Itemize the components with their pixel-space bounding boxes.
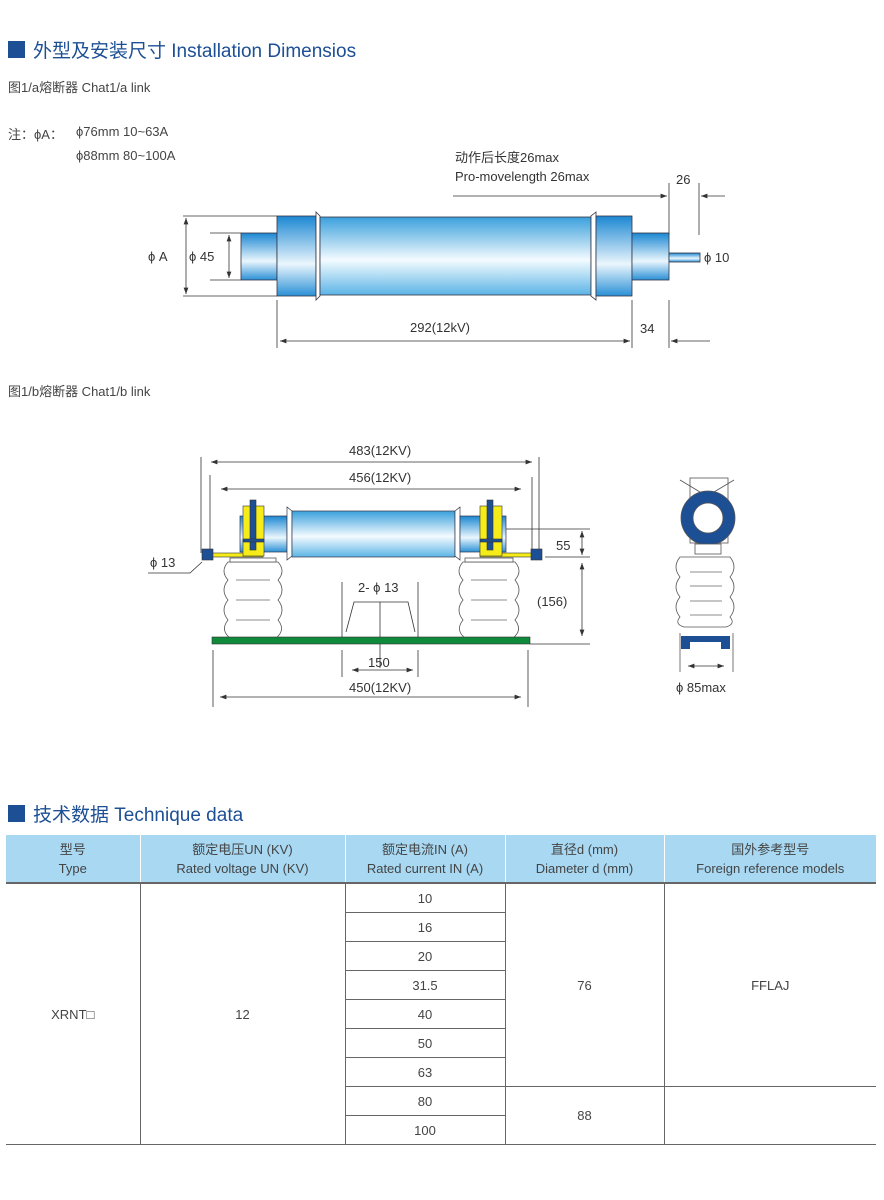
dim-292: 292(12kV) bbox=[410, 320, 470, 335]
cell-current: 31.5 bbox=[344, 970, 506, 1000]
dim-483: 483(12KV) bbox=[349, 443, 411, 458]
table-row: 50 bbox=[6, 1028, 876, 1058]
dim-85max: ϕ 85max bbox=[676, 680, 726, 695]
dim-150: 150 bbox=[368, 655, 390, 670]
section-title: 外型及安装尺寸 Installation Dimensios bbox=[33, 41, 357, 62]
note-label: 注：ϕA： bbox=[8, 127, 63, 142]
cell-voltage: 12 bbox=[139, 882, 346, 1145]
dim-34: 34 bbox=[640, 321, 654, 336]
table-row: XRNT□ 12 10 76 FFLAJ bbox=[6, 882, 876, 1145]
note-line1: ϕ76mm 10~63A bbox=[76, 124, 169, 139]
side-view bbox=[675, 477, 736, 672]
header-voltage: 额定电压UN (KV)Rated voltage UN (KV) bbox=[139, 835, 345, 884]
fig1a-caption: 图1/a熔断器 Chat1/a link bbox=[8, 80, 151, 95]
dim-phi10: ϕ 10 bbox=[704, 250, 729, 265]
fuse-link-b bbox=[239, 506, 507, 561]
note-line2: ϕ88mm 80~100A bbox=[76, 148, 176, 163]
cell-current: 63 bbox=[344, 1057, 506, 1087]
section-installation-dimensions: 外型及安装尺寸 Installation Dimensios bbox=[8, 36, 356, 63]
dim-456: 456(12KV) bbox=[349, 470, 411, 485]
fig1a-drawing bbox=[183, 183, 725, 348]
square-bullet-icon bbox=[8, 805, 25, 822]
mounting-base bbox=[211, 636, 531, 645]
dim-phi13: ϕ 13 bbox=[150, 555, 175, 570]
dim-156: (156) bbox=[537, 594, 567, 609]
dim-55: 55 bbox=[556, 538, 570, 553]
cell-current: 10 bbox=[344, 882, 506, 913]
dim-2phi13: 2- ϕ 13 bbox=[358, 580, 399, 595]
table-row: 80 88 bbox=[6, 1086, 876, 1145]
cell-current: 100 bbox=[344, 1115, 506, 1145]
cell-type: XRNT□ bbox=[6, 882, 141, 1145]
header-diameter: 直径d (mm)Diameter d (mm) bbox=[504, 835, 664, 884]
dim-26: 26 bbox=[676, 172, 690, 187]
dim-450: 450(12KV) bbox=[349, 680, 411, 695]
cell-current: 20 bbox=[344, 941, 506, 971]
cell-current: 16 bbox=[344, 912, 506, 942]
header-current: 额定电流IN (A)Rated current IN (A) bbox=[344, 835, 505, 884]
dim-phi45: ϕ 45 bbox=[189, 249, 214, 264]
section-title: 技术数据 Technique data bbox=[33, 805, 244, 826]
dim-phiA: ϕ A bbox=[148, 249, 168, 264]
table-row: 100 bbox=[6, 1115, 876, 1145]
cell-foreign bbox=[663, 1086, 876, 1145]
fuse-link-a bbox=[240, 211, 701, 301]
section-technique-data: 技术数据 Technique data bbox=[8, 800, 243, 827]
square-bullet-icon bbox=[8, 41, 25, 58]
table-row: 40 bbox=[6, 999, 876, 1029]
cell-foreign: FFLAJ bbox=[663, 882, 876, 1087]
cell-current: 80 bbox=[344, 1086, 506, 1116]
table-row: 20 bbox=[6, 941, 876, 971]
fig1b-dimensions bbox=[148, 457, 590, 707]
cell-current: 50 bbox=[344, 1028, 506, 1058]
pro-en: Pro-movelength 26max bbox=[455, 169, 590, 184]
fig1b-caption: 图1/b熔断器 Chat1/b link bbox=[8, 384, 151, 399]
contact-clamps bbox=[201, 499, 543, 561]
cell-current: 40 bbox=[344, 999, 506, 1029]
insulators bbox=[223, 557, 520, 639]
pro-cn: 动作后长度26max bbox=[455, 150, 560, 165]
cell-diameter: 88 bbox=[504, 1086, 665, 1145]
cell-diameter: 76 bbox=[504, 882, 665, 1087]
